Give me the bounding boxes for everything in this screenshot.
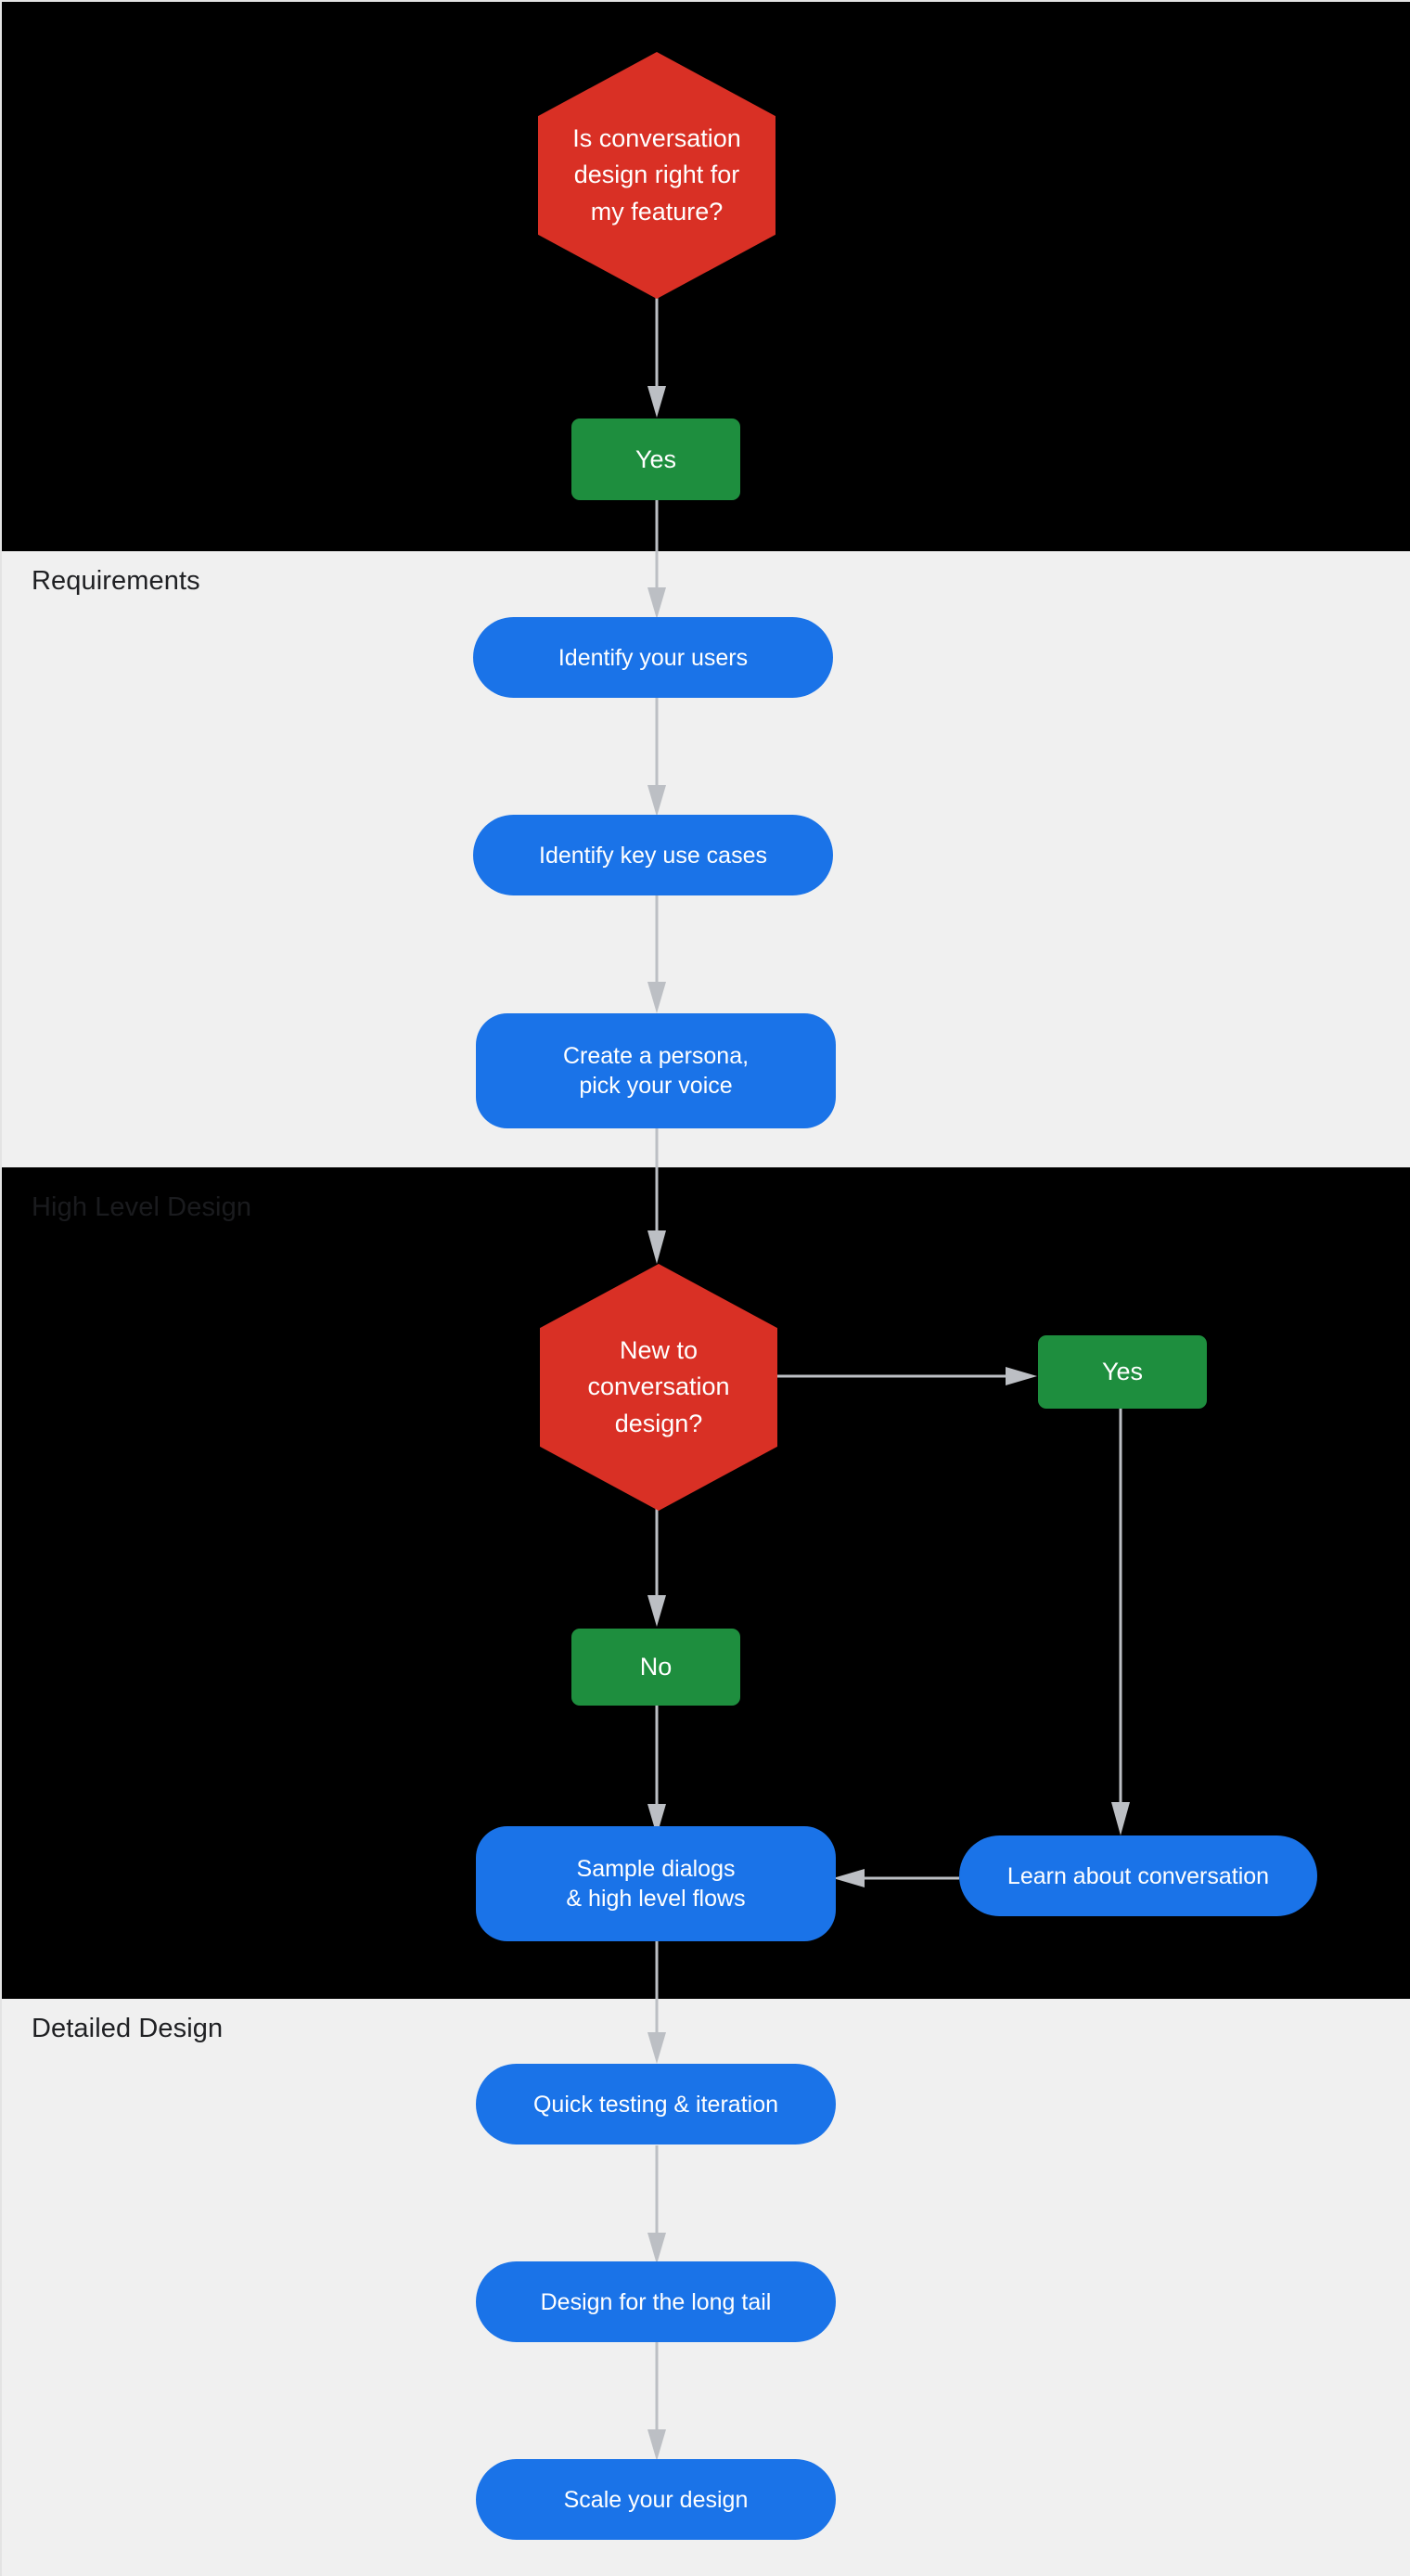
- connector-long-tail-to-scale: [640, 2342, 673, 2461]
- step-node-samples-line-1: Sample dialogs: [576, 1856, 736, 1882]
- step-node-sample-dialogs-high-level-flows[interactable]: Sample dialogs & high level flows: [476, 1826, 836, 1941]
- decision-node-1-line-3: my feature?: [590, 197, 724, 225]
- decision-node-2-line-1: New to: [619, 1336, 699, 1365]
- connector-yes-1-to-identify-users: [640, 500, 673, 619]
- decision-node-1-label: Is conversation design right for my feat…: [556, 121, 758, 229]
- step-node-identify-your-users[interactable]: Identify your users: [473, 617, 833, 698]
- decision-node-2-line-3: design?: [614, 1409, 703, 1437]
- step-node-identify-key-use-cases[interactable]: Identify key use cases: [473, 815, 833, 895]
- connector-use-cases-to-persona: [640, 895, 673, 1013]
- step-node-samples-line-2: & high level flows: [566, 1886, 746, 1912]
- step-node-quick-testing-iteration[interactable]: Quick testing & iteration: [476, 2064, 836, 2145]
- decision-node-2-line-2: conversation: [587, 1372, 730, 1401]
- step-node-scale-your-design[interactable]: Scale your design: [476, 2459, 836, 2540]
- connector-yes-2-to-learn: [1104, 1409, 1137, 1835]
- answer-node-yes-2[interactable]: Yes: [1038, 1335, 1207, 1409]
- section-label-detailed-design: Detailed Design: [32, 2014, 224, 2043]
- connector-decision-2-to-no-2: [640, 1502, 673, 1627]
- step-node-design-for-long-tail[interactable]: Design for the long tail: [476, 2261, 836, 2342]
- connector-quick-testing-to-long-tail: [640, 2145, 673, 2264]
- step-node-create-persona-pick-voice[interactable]: Create a persona, pick your voice: [476, 1013, 836, 1128]
- connector-no-2-to-sample-dialogs: [640, 1706, 673, 1835]
- section-label-high-level-design: High Level Design: [32, 1192, 252, 1222]
- connector-learn-to-sample-dialogs: [833, 1861, 959, 1895]
- step-node-persona-line-1: Create a persona,: [562, 1043, 750, 1069]
- decision-node-1-line-1: Is conversation: [572, 124, 741, 153]
- connector-decision-1-to-yes-1: [640, 297, 673, 418]
- step-node-persona-line-2: pick your voice: [579, 1073, 733, 1099]
- section-label-requirements: Requirements: [32, 566, 200, 596]
- connector-identify-users-to-use-cases: [640, 698, 673, 817]
- answer-node-no[interactable]: No: [571, 1629, 740, 1706]
- step-node-learn-about-conversation[interactable]: Learn about conversation: [959, 1835, 1317, 1916]
- connector-persona-to-decision-2: [640, 1128, 673, 1264]
- connector-decision-2-to-yes-2: [768, 1359, 1037, 1393]
- connector-sample-dialogs-to-quick-testing: [640, 1941, 673, 2064]
- decision-node-2-label: New to conversation design?: [570, 1333, 746, 1441]
- answer-node-yes-1[interactable]: Yes: [571, 419, 740, 500]
- decision-node-1-line-2: design right for: [573, 161, 740, 189]
